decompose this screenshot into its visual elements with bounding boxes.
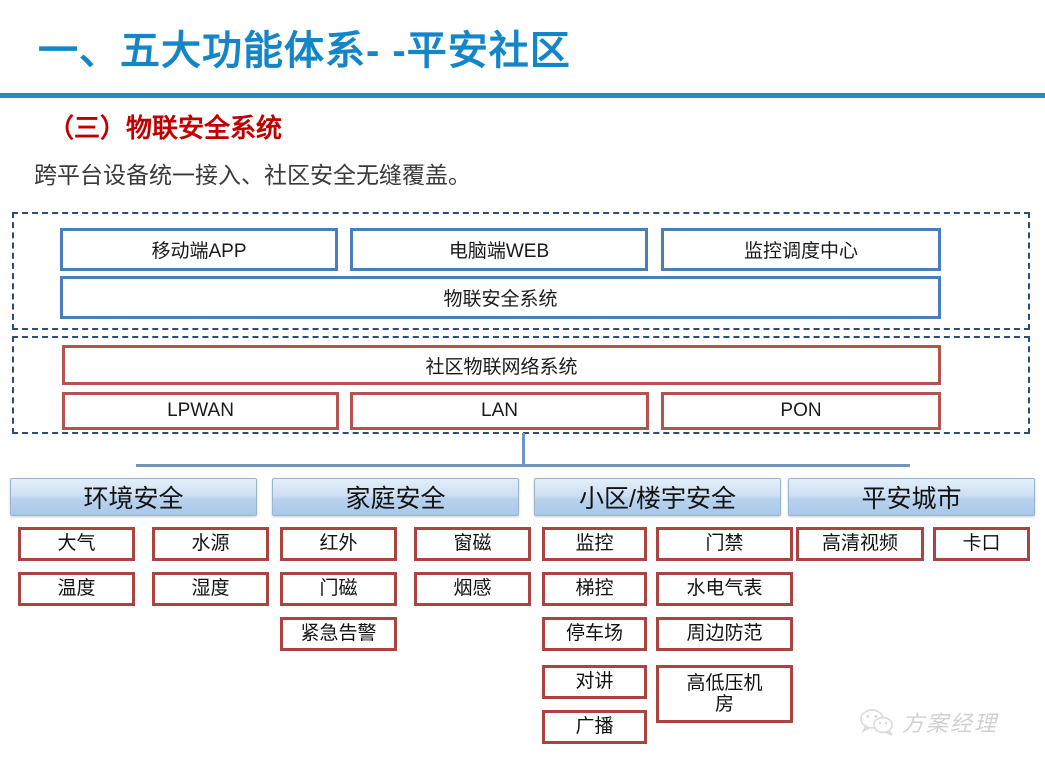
title-divider [0, 93, 1045, 98]
arch-box-label: 监控调度中心 [743, 241, 858, 262]
category-header-safe-city[interactable]: 平安城市 [788, 478, 1035, 516]
leaf-label: 湿度 [191, 578, 230, 600]
category-column-home: 家庭安全 红外 门磁 紧急告警 窗磁 烟感 [272, 478, 531, 662]
leaf-item[interactable]: 停车场 [542, 617, 647, 651]
arch-box-community-iot-network[interactable]: 社区物联网络系统 [62, 345, 941, 385]
leaf-item[interactable]: 大气 [18, 527, 135, 561]
leaf-label: 门磁 [319, 578, 358, 600]
arch-box-label: 电脑端WEB [448, 241, 550, 262]
leaf-item[interactable]: 水源 [152, 527, 269, 561]
category-column-safe-city: 平安城市 高清视频 卡口 [788, 478, 1035, 572]
category-title: 平安城市 [861, 485, 962, 513]
leaf-label: 水源 [191, 533, 230, 555]
leaf-item[interactable]: 广播 [542, 710, 647, 744]
leaf-item[interactable]: 对讲 [542, 665, 647, 699]
category-header-home[interactable]: 家庭安全 [272, 478, 519, 516]
leaf-item[interactable]: 梯控 [542, 572, 647, 606]
leaf-label: 停车场 [565, 623, 623, 645]
leaf-item[interactable]: 卡口 [933, 527, 1030, 561]
leaf-item[interactable]: 门禁 [656, 527, 793, 561]
leaf-item[interactable]: 水电气表 [656, 572, 793, 606]
leaf-label: 烟感 [453, 578, 492, 600]
leaf-label: 广播 [575, 716, 614, 738]
connector-vertical [522, 433, 525, 466]
platform-layer-group [12, 212, 1030, 330]
category-column-community-building: 小区/楼宇安全 监控 梯控 停车场 对讲 广播 门禁 水电气表 周边防范 高低压… [534, 478, 793, 762]
arch-box-mobile-app[interactable]: 移动端APP [60, 228, 338, 271]
leaf-label: 高清视频 [821, 533, 898, 555]
leaf-item[interactable]: 门磁 [280, 572, 397, 606]
connector-horizontal [136, 464, 910, 467]
category-header-environment[interactable]: 环境安全 [10, 478, 257, 516]
arch-box-label: LAN [481, 400, 518, 421]
leaf-label: 高低压机房 [686, 672, 763, 715]
arch-box-label: 移动端APP [151, 241, 247, 262]
leaf-label: 门禁 [705, 533, 744, 555]
leaf-item[interactable]: 紧急告警 [280, 617, 397, 651]
lead-text: 跨平台设备统一接入、社区安全无缝覆盖。 [34, 162, 471, 188]
leaf-label: 红外 [319, 533, 358, 555]
arch-box-lan[interactable]: LAN [350, 392, 649, 430]
leaf-label: 对讲 [575, 671, 614, 693]
category-header-community-building[interactable]: 小区/楼宇安全 [534, 478, 781, 516]
leaf-label: 梯控 [575, 578, 614, 600]
arch-box-pon[interactable]: PON [661, 392, 941, 430]
leaf-label: 紧急告警 [300, 623, 377, 645]
arch-box-pc-web[interactable]: 电脑端WEB [350, 228, 648, 271]
section-heading: （三）物联安全系统 [48, 113, 283, 143]
leaf-label: 窗磁 [453, 533, 492, 555]
leaf-label: 水电气表 [686, 578, 763, 600]
arch-box-label: 社区物联网络系统 [425, 356, 578, 378]
arch-box-lpwan[interactable]: LPWAN [62, 392, 339, 430]
category-title: 家庭安全 [345, 485, 446, 513]
leaf-label: 卡口 [962, 533, 1001, 555]
leaf-item[interactable]: 温度 [18, 572, 135, 606]
category-column-environment: 环境安全 大气 温度 水源 湿度 [10, 478, 269, 617]
network-layer-group [12, 336, 1030, 434]
leaf-item[interactable]: 烟感 [414, 572, 531, 606]
watermark: 方案经理 [860, 706, 998, 738]
arch-box-label: 物联安全系统 [443, 289, 558, 310]
category-title: 环境安全 [83, 485, 184, 513]
leaf-item[interactable]: 监控 [542, 527, 647, 561]
leaf-item[interactable]: 红外 [280, 527, 397, 561]
leaf-label: 周边防范 [686, 623, 763, 645]
leaf-item[interactable]: 窗磁 [414, 527, 531, 561]
leaf-label: 大气 [57, 533, 96, 555]
arch-box-label: LPWAN [167, 400, 234, 421]
leaf-label: 监控 [575, 533, 614, 555]
page-title: 一、五大功能体系- -平安社区 [38, 29, 571, 73]
leaf-item[interactable]: 周边防范 [656, 617, 793, 651]
arch-box-monitor-dispatch-center[interactable]: 监控调度中心 [661, 228, 941, 271]
wechat-icon [860, 709, 893, 736]
watermark-text: 方案经理 [902, 711, 999, 736]
leaf-item[interactable]: 高低压机房 [656, 665, 793, 723]
leaf-item[interactable]: 高清视频 [796, 527, 924, 561]
arch-box-label: PON [780, 400, 822, 421]
category-title: 小区/楼宇安全 [579, 485, 736, 513]
arch-box-iot-security-platform[interactable]: 物联安全系统 [60, 276, 941, 319]
leaf-item[interactable]: 湿度 [152, 572, 269, 606]
leaf-label: 温度 [57, 578, 96, 600]
